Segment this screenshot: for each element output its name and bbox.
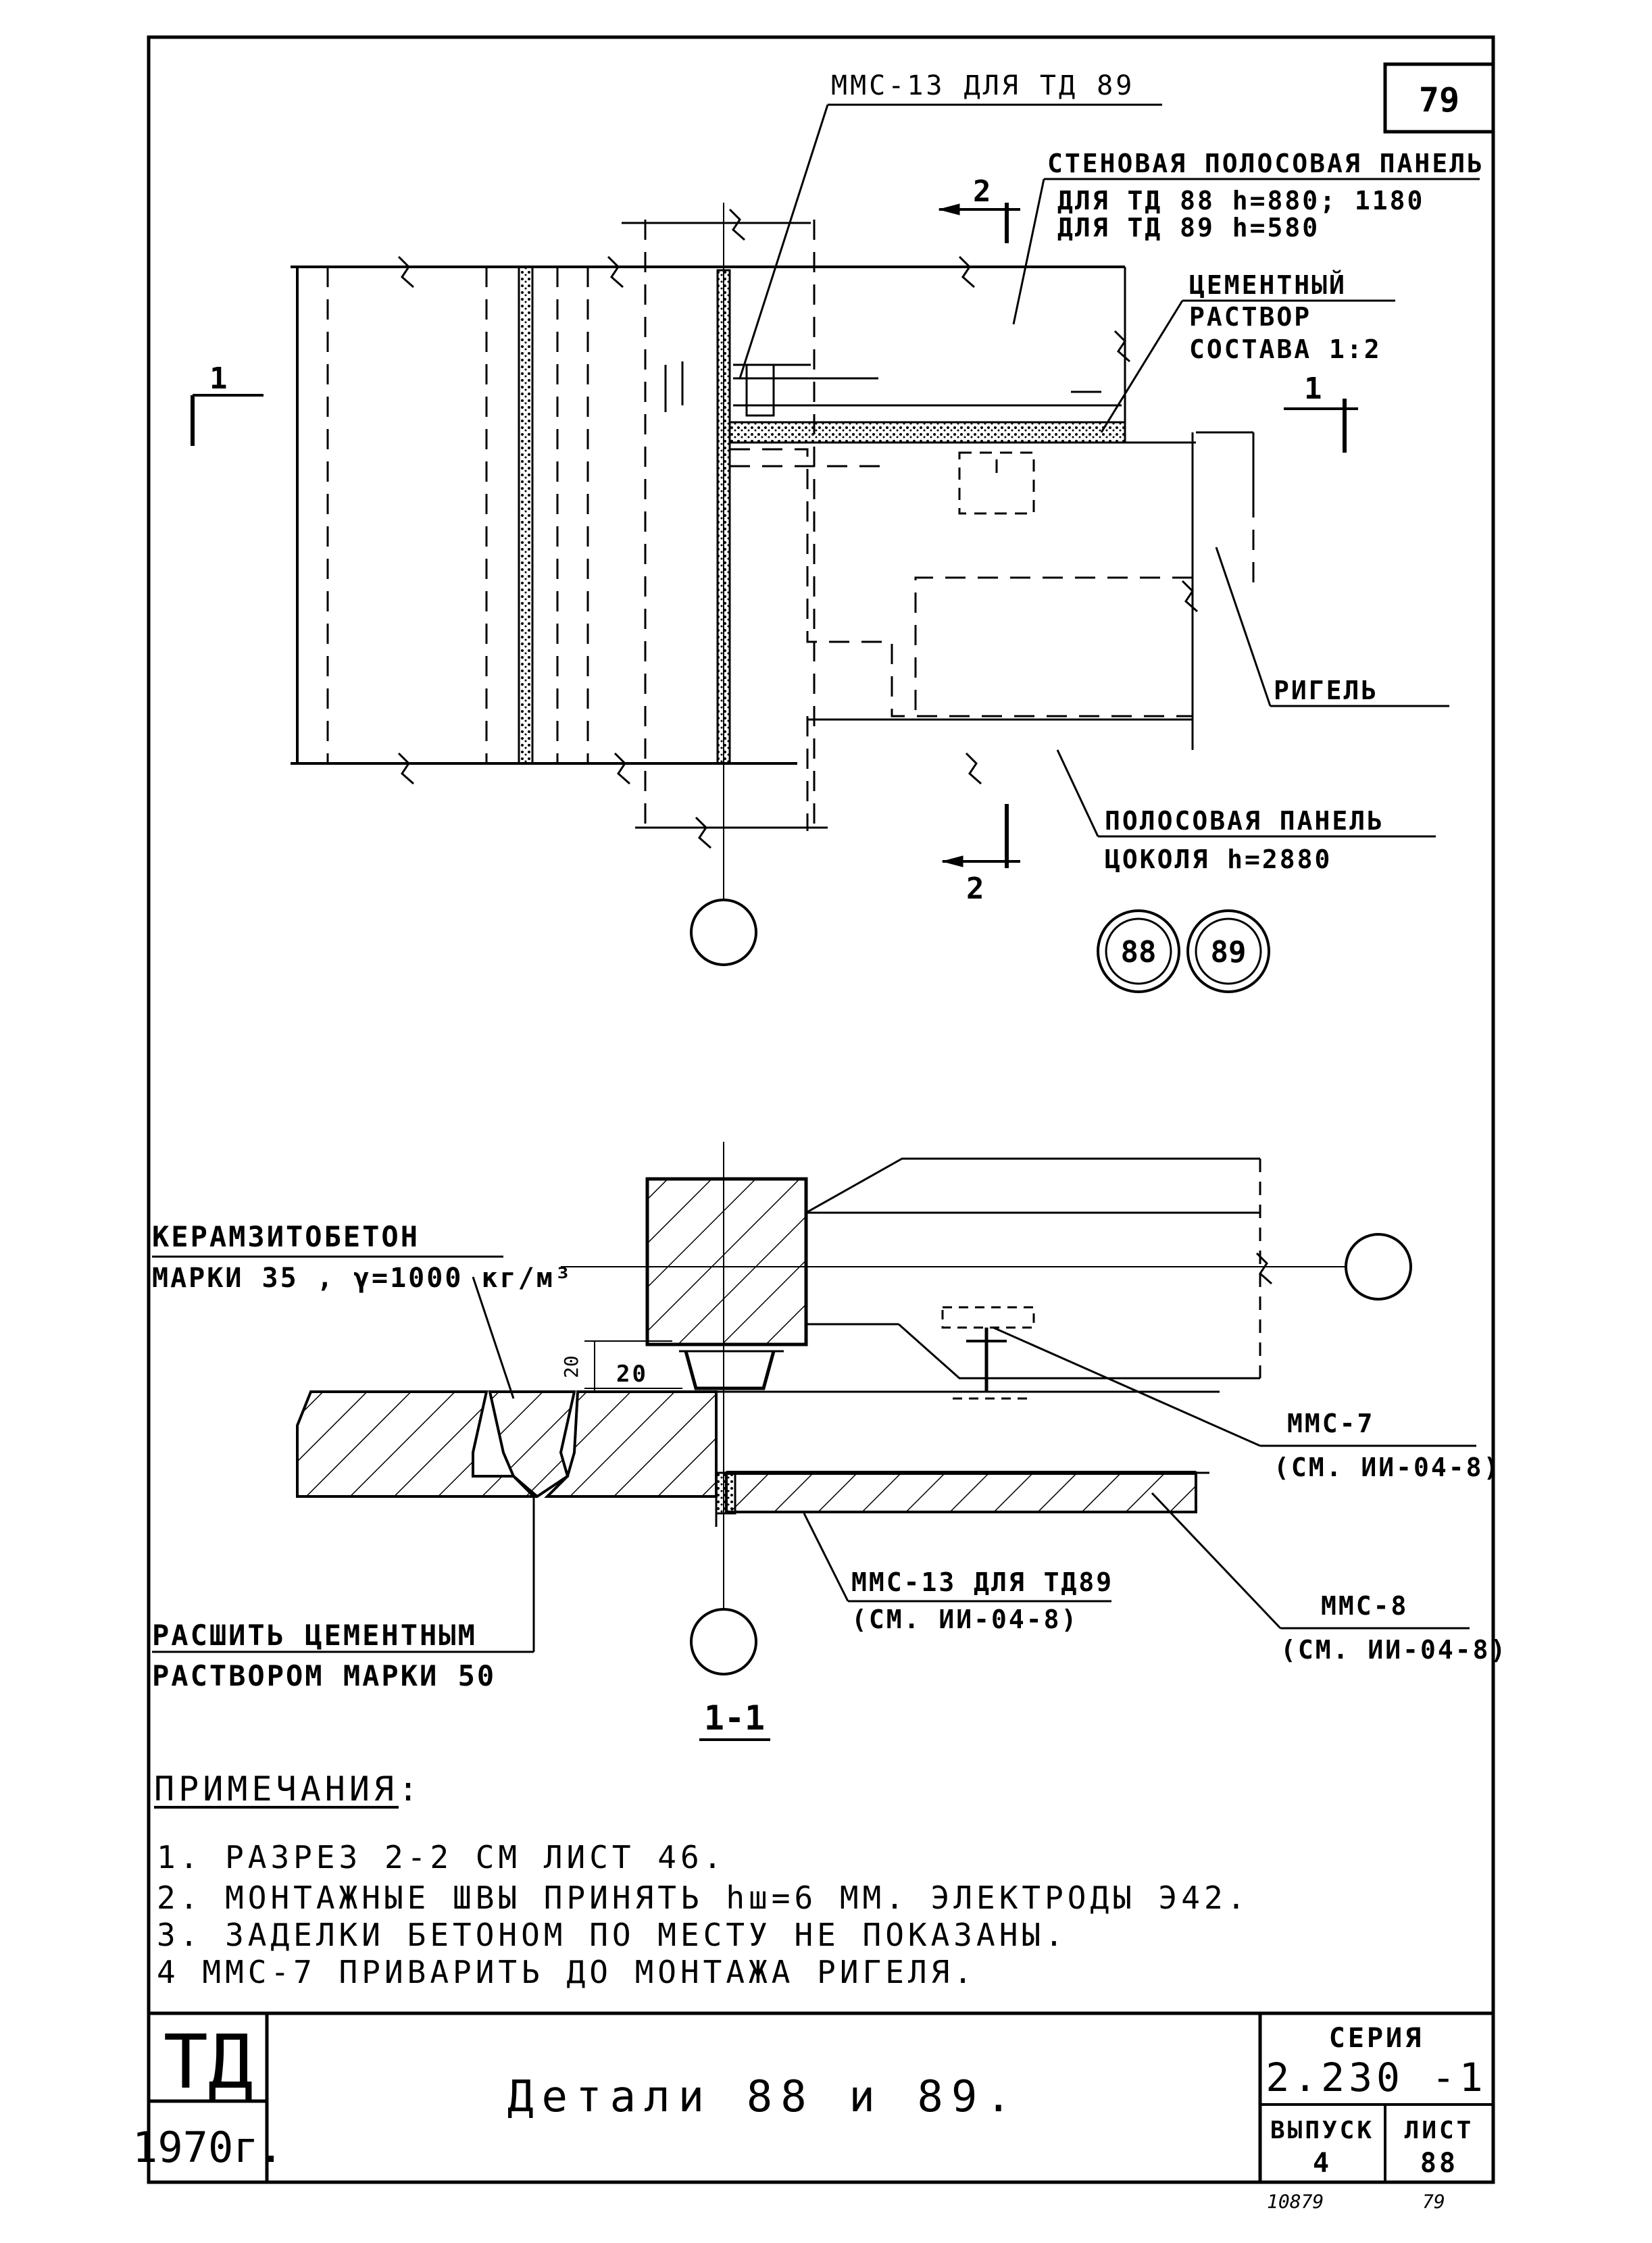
dim-20-vertical: 20 [560,1355,582,1378]
sheet-number-box [1383,62,1495,134]
footer-sheet-number: 79 [1422,2190,1445,2213]
sheet-value: 88 [1420,2148,1458,2179]
issue-label: ВЫПУСК [1270,2117,1374,2144]
detail-89-bubble: 89 [1211,935,1247,969]
label-wall-panel-1: СТЕНОВАЯ ПОЛОСОВАЯ ПАНЕЛЬ [1047,149,1484,178]
sheet-frame [147,35,1495,2184]
plan-view [191,103,1480,993]
label-wall-panel-3: ДЛЯ ТД 89 h=580 [1057,213,1320,243]
label-keramzit-1: КЕРАМЗИТОБЕТОН [152,1220,420,1253]
label-joint-1: РАСШИТЬ ЦЕМЕНТНЫМ [152,1619,477,1652]
label-mms7-1: ММС-7 [1287,1409,1374,1438]
sheet-title: Детали 88 и 89. [507,2072,1020,2122]
note-item-3: 3. ЗАДЕЛКИ БЕТОНОМ ПО МЕСТУ НЕ ПОКАЗАНЫ. [157,1917,1068,1953]
detail-88-bubble: 88 [1121,935,1157,969]
label-plinth-1: ПОЛОСОВАЯ ПАНЕЛЬ [1105,806,1384,836]
label-mms13-section-1: ММС-13 ДЛЯ ТД89 [851,1567,1113,1597]
sheet-number: 79 [1419,80,1459,120]
label-mortar-1: ЦЕМЕНТНЫЙ [1189,270,1347,300]
sheet-label: ЛИСТ [1405,2117,1474,2144]
label-mms8-2: (СМ. ИИ-04-8) [1280,1635,1507,1665]
label-crossbar: РИГЕЛЬ [1274,676,1378,705]
label-plinth-2: ЦОКОЛЯ h=2880 [1105,845,1332,874]
dim-20-horizontal: 20 [616,1361,648,1388]
label-mms8-1: ММС-8 [1321,1591,1408,1621]
series-label: СЕРИЯ [1329,2023,1424,2054]
section-marker-2-top: 2 [973,174,991,209]
issue-value: 4 [1313,2148,1332,2179]
sheet-year: 1970г. [132,2123,284,2172]
label-mortar-2: РАСТВОР [1189,302,1311,332]
title-block [149,2011,1493,2182]
section-marker-1-left: 1 [209,361,228,396]
label-mms13-plan: ММС-13 ДЛЯ ТД 89 [831,70,1134,101]
footer-inventory-number: 10879 [1267,2190,1324,2213]
section-marker-2-bottom: 2 [966,872,984,906]
section-marker-1-right: 1 [1304,372,1322,406]
label-keramzit-2: МАРКИ 35 , γ=1000 кг/м³ [152,1263,573,1294]
label-joint-2: РАСТВОРОМ МАРКИ 50 [152,1659,496,1692]
label-wall-panel-2: ДЛЯ ТД 88 h=880; 1180 [1057,186,1424,216]
note-item-2: 2. МОНТАЖНЫЕ ШВЫ ПРИНЯТЬ hш=6 ММ. ЭЛЕКТР… [157,1880,1249,1916]
section-view [152,1142,1476,1741]
section-title-1-1: 1-1 [704,1698,765,1738]
label-mms7-2: (СМ. ИИ-04-8) [1274,1453,1501,1482]
notes-heading: ПРИМЕЧАНИЯ: [154,1769,422,1809]
note-item-1: 1. РАЗРЕЗ 2-2 СМ ЛИСТ 46. [157,1839,726,1875]
label-mortar-3: СОСТАВА 1:2 [1189,334,1382,364]
note-item-4: 4 ММС-7 ПРИВАРИТЬ ДО МОНТАЖА РИГЕЛЯ. [157,1954,976,1990]
org-mark: ТД [164,2019,253,2105]
series-value: 2.230 -1 [1266,2055,1486,2100]
label-mms13-section-2: (СМ. ИИ-04-8) [851,1605,1078,1634]
